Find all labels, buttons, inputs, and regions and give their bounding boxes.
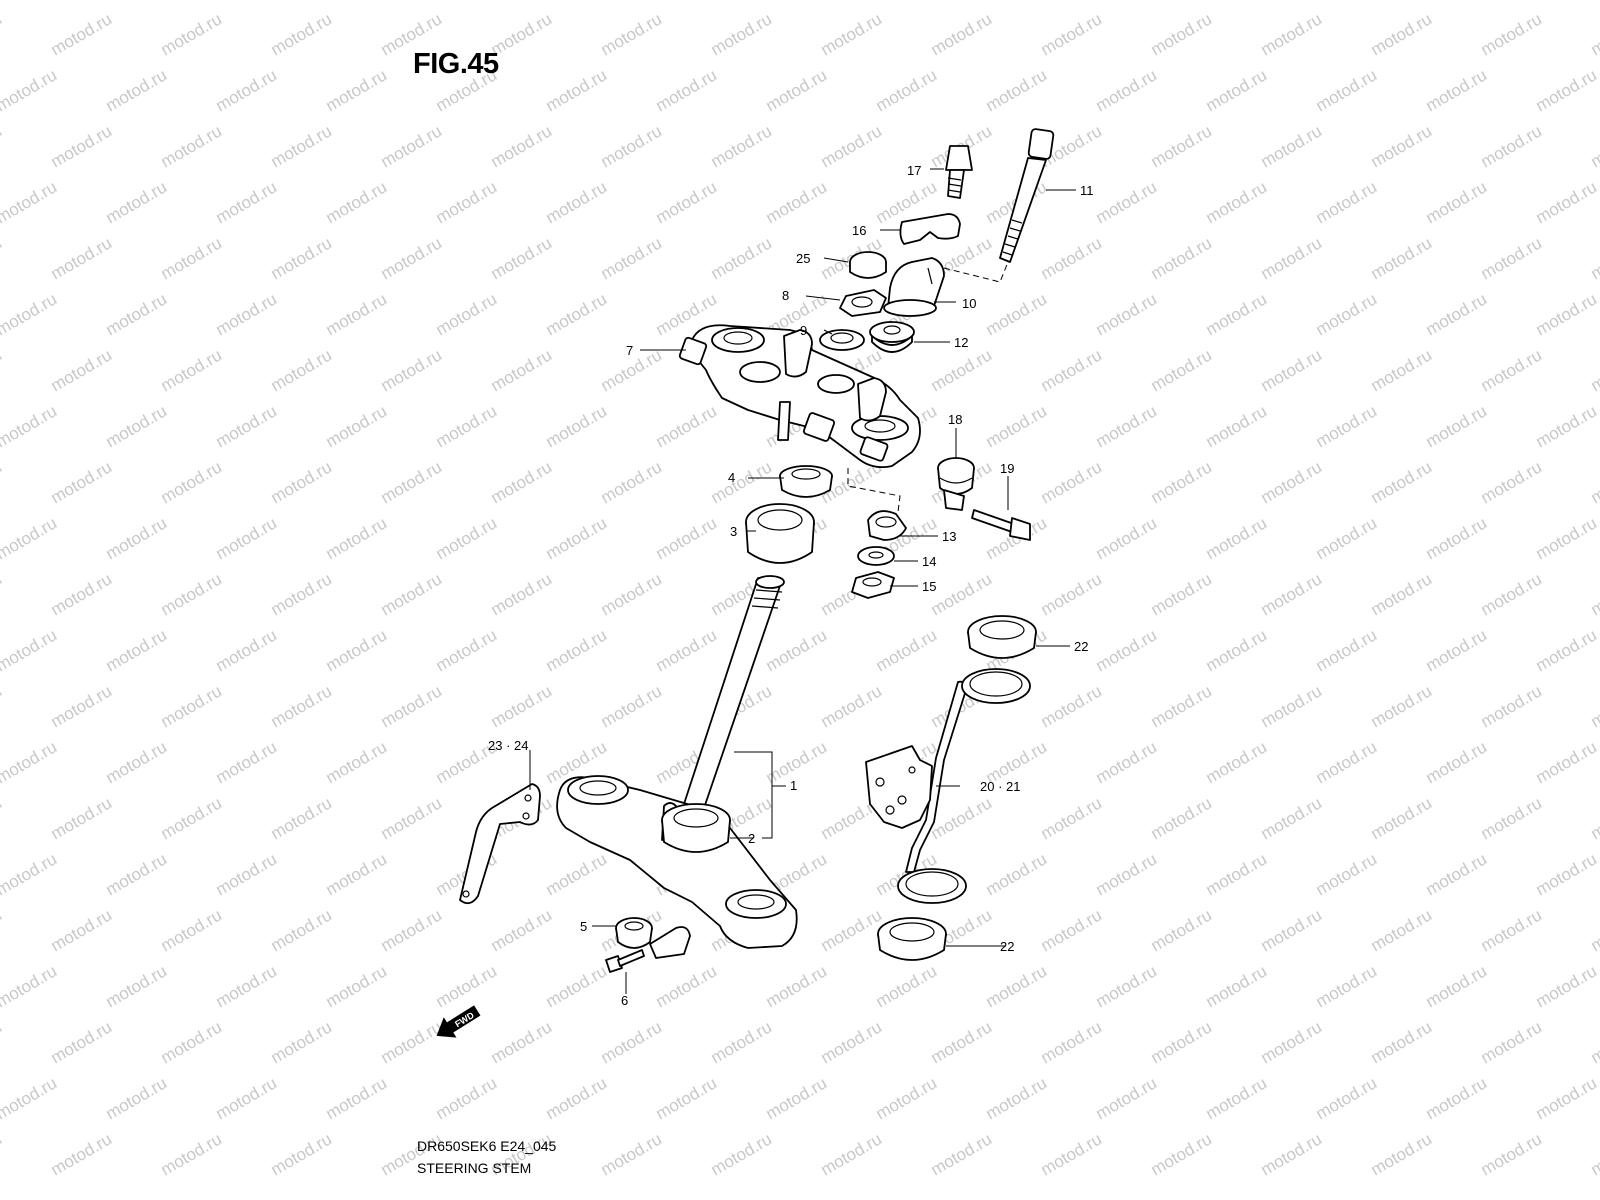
figure-title: FIG.45 <box>413 48 499 80</box>
part-6-bolt <box>605 949 645 973</box>
part-4-steering-nut <box>779 465 833 498</box>
callout-5: 5 <box>580 919 587 934</box>
callout-4: 4 <box>728 470 735 485</box>
part-7-upper-bracket <box>678 324 921 469</box>
figure-code: DR650SEK6 E24_045 <box>417 1138 557 1154</box>
part-14-washer <box>857 546 895 566</box>
part-23-24-bracket <box>459 783 541 905</box>
part-18-spring-holder <box>937 457 975 511</box>
part-9-washer <box>819 329 865 351</box>
part-8-nut <box>839 289 887 317</box>
callout-25: 25 <box>796 251 810 266</box>
callout-15: 15 <box>922 579 936 594</box>
part-15-nut <box>851 571 895 599</box>
callout-12: 12 <box>954 335 968 350</box>
part-2-lower-bearing <box>661 803 731 853</box>
part-3-bearing <box>745 503 815 564</box>
callout-14: 14 <box>922 554 936 569</box>
part-20-21-bracket <box>865 680 967 873</box>
callout-10: 10 <box>962 296 976 311</box>
part-10-handlebar-holder <box>883 257 945 317</box>
callout-22-upper: 22 <box>1074 639 1088 654</box>
forward-arrow-icon: FWD <box>436 1005 481 1038</box>
callout-17: 17 <box>907 163 921 178</box>
callout-8: 8 <box>782 288 789 303</box>
callout-6: 6 <box>621 993 628 1008</box>
callout-3: 3 <box>730 524 737 539</box>
part-19-bolt <box>971 509 1031 541</box>
callout-11: 11 <box>1080 183 1094 198</box>
part-1-steering-stem <box>556 575 798 949</box>
part-17-bolt <box>945 145 973 199</box>
part-clamp-plate <box>649 926 691 959</box>
callout-22-lower: 22 <box>1000 939 1014 954</box>
part-25-cap <box>849 251 887 279</box>
part-13-cover <box>867 510 907 541</box>
callout-7: 7 <box>626 343 633 358</box>
callout-18: 18 <box>948 412 962 427</box>
part-22-lower-seal <box>877 917 947 961</box>
callout-9: 9 <box>800 323 807 338</box>
leader-lines <box>529 168 1076 994</box>
alignment-line-lower <box>847 468 901 513</box>
part-5-grommet <box>615 917 653 949</box>
callout-20-21: 20 · 21 <box>980 779 1020 794</box>
callout-16: 16 <box>852 223 866 238</box>
part-22-upper-seal <box>967 615 1037 659</box>
callout-1: 1 <box>790 778 797 793</box>
callout-19: 19 <box>1000 461 1014 476</box>
part-ring-lower <box>897 868 967 904</box>
callout-13: 13 <box>942 529 956 544</box>
part-12-cushion <box>869 321 915 353</box>
callout-2: 2 <box>748 831 755 846</box>
part-16-handlebar-clamp <box>899 213 961 245</box>
figure-name: STEERING STEM <box>417 1160 532 1176</box>
alignment-line-upper <box>943 261 1009 283</box>
part-11-long-bolt <box>999 128 1055 263</box>
part-22-ring-mid <box>961 668 1031 704</box>
callout-23-24: 23 · 24 <box>488 738 528 753</box>
